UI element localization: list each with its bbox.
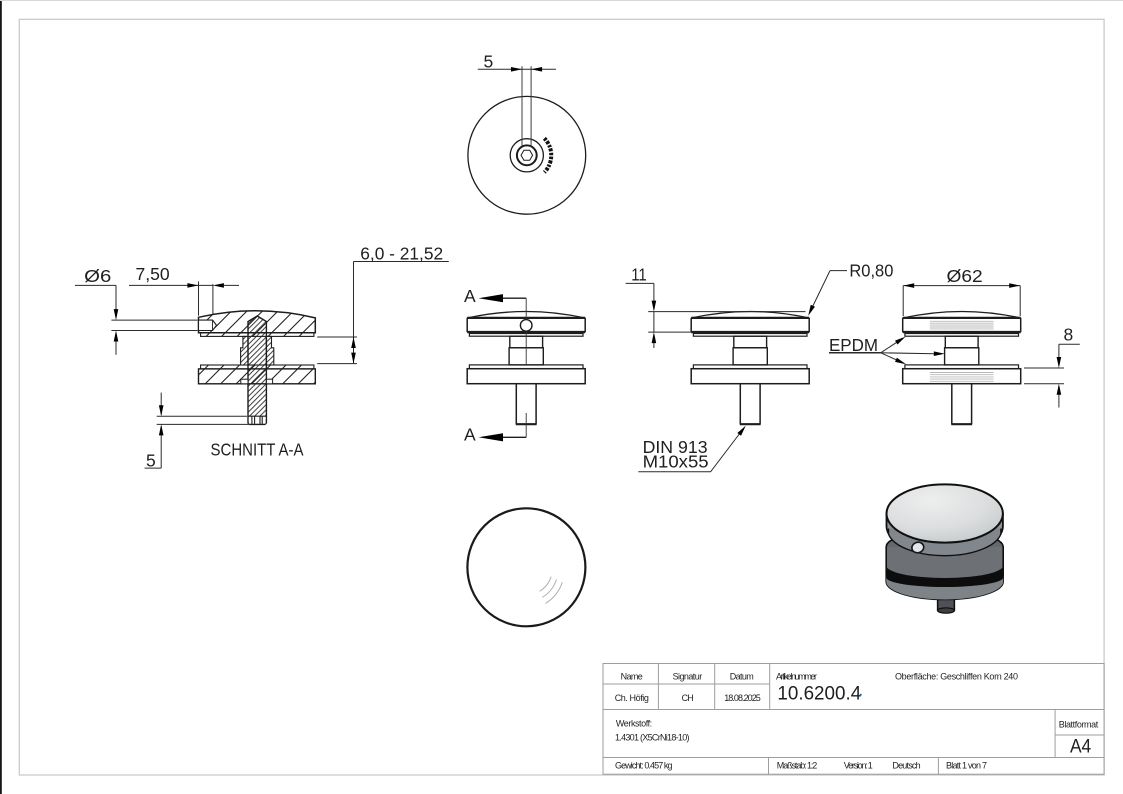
svg-text:M10x55: M10x55 xyxy=(643,451,709,471)
svg-text:A: A xyxy=(464,286,476,306)
svg-text:10.6200.4: 10.6200.4 xyxy=(777,684,861,705)
svg-text:EPDM: EPDM xyxy=(829,335,878,355)
svg-text:5: 5 xyxy=(146,451,156,471)
svg-text:1.4301 (X5CrNi18-10): 1.4301 (X5CrNi18-10) xyxy=(615,732,690,742)
svg-text:SCHNITT A-A: SCHNITT A-A xyxy=(211,439,304,459)
svg-text:5: 5 xyxy=(484,52,494,72)
svg-text:Version: 1: Version: 1 xyxy=(844,760,873,770)
svg-text:18.08.2025: 18.08.2025 xyxy=(724,693,761,703)
svg-text:6,0 - 21,52: 6,0 - 21,52 xyxy=(360,243,443,263)
svg-text:Blatt 1 von 7: Blatt 1 von 7 xyxy=(946,760,987,770)
svg-text:11: 11 xyxy=(631,265,647,285)
svg-text:Name: Name xyxy=(621,672,643,682)
svg-text:8: 8 xyxy=(1064,324,1074,344)
svg-text:Ch. Höfig: Ch. Höfig xyxy=(615,693,649,703)
svg-text:7,50: 7,50 xyxy=(136,264,170,284)
svg-text:Signatur: Signatur xyxy=(673,672,703,682)
svg-text:Maßstab: 1:2: Maßstab: 1:2 xyxy=(777,760,818,770)
svg-text:Artikelnummer: Artikelnummer xyxy=(776,672,817,682)
svg-text:Datum: Datum xyxy=(730,672,754,682)
svg-text:Ø6: Ø6 xyxy=(84,266,111,286)
svg-text:Gewicht: 0.457 kg: Gewicht: 0.457 kg xyxy=(615,760,673,770)
svg-text:Blattformat: Blattformat xyxy=(1059,719,1099,729)
svg-text:A4: A4 xyxy=(1070,737,1092,758)
svg-text:DIN 913: DIN 913 xyxy=(643,437,708,457)
svg-text:Ø62: Ø62 xyxy=(947,266,983,286)
svg-text:Werkstoff:: Werkstoff: xyxy=(616,719,652,729)
svg-text:A: A xyxy=(464,424,476,444)
svg-text:R0,80: R0,80 xyxy=(849,260,893,280)
svg-text:Deutsch: Deutsch xyxy=(892,760,920,770)
svg-text:CH: CH xyxy=(682,693,694,703)
svg-text:Oberfläche: Geschliffen Korn: Oberfläche: Geschliffen Korn 240 xyxy=(895,672,1018,682)
